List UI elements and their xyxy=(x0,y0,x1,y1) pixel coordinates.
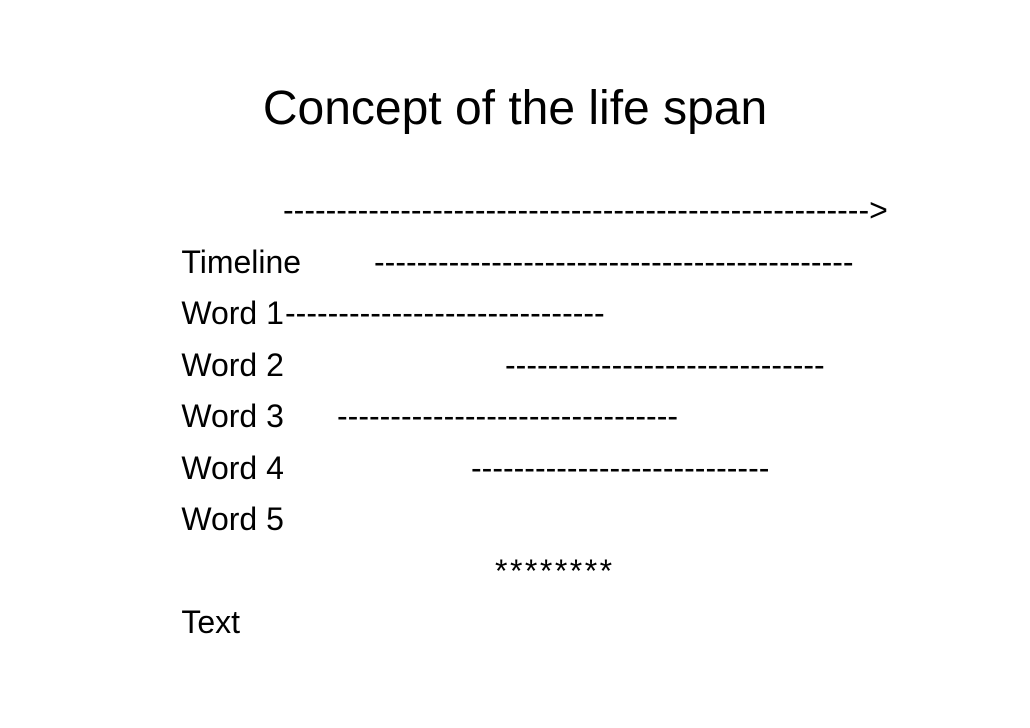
timeline-diagram: Timeline -------------------------------… xyxy=(128,185,1030,641)
row-label-timeline: Timeline xyxy=(181,243,302,280)
word5-dash-run: ---------------------------- xyxy=(471,449,770,486)
row-label-text: Text xyxy=(181,604,241,640)
row-label-word5: Word 5 xyxy=(181,501,284,537)
word2-dash-run: ------------------------------ xyxy=(285,295,605,331)
slide-title: Concept of the life span xyxy=(262,82,768,135)
row-label-word1: Word 1 xyxy=(181,295,284,331)
row-label-word2: Word 2 xyxy=(181,346,284,383)
word3-dash-run: ------------------------------ xyxy=(505,346,825,383)
row-label-word4: Word 4 xyxy=(181,449,284,486)
row-label-word3: Word 3 xyxy=(181,398,284,434)
timeline-dash-arrow: ----------------------------------------… xyxy=(283,192,888,228)
word1-dash-run: ----------------------------------------… xyxy=(374,243,854,280)
word3-row: Word 3 ------------------------------ xyxy=(128,340,1030,435)
word5-row: Word 5 ---------------------------- xyxy=(128,443,1030,538)
blank-line xyxy=(128,494,1030,546)
text-row: Text ******** xyxy=(128,546,1030,641)
word4-dash-run: -------------------------------- xyxy=(337,398,678,434)
word4-row: Word 4 -------------------------------- xyxy=(128,391,1030,486)
timeline-row: Timeline -------------------------------… xyxy=(128,185,1030,280)
stars-run: ******** xyxy=(495,552,615,589)
word1-row: Word 1 ---------------------------------… xyxy=(128,237,1030,332)
word2-row: Word 2 ------------------------------ xyxy=(128,288,1030,383)
